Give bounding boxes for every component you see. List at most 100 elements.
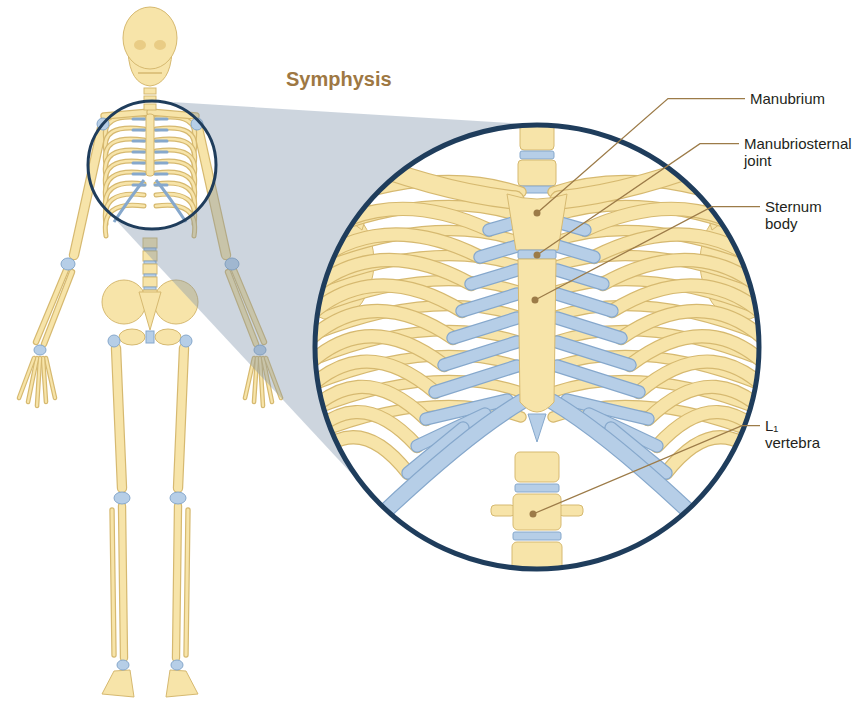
- costal-cartilage: [557, 294, 612, 311]
- humerus-outline: [74, 128, 102, 255]
- lumbar-vertebra: [143, 277, 157, 287]
- costal-arch-outline: [553, 402, 727, 548]
- tibia-outline: [176, 506, 178, 658]
- femur-outline: [178, 348, 184, 488]
- leader-line: [537, 99, 745, 213]
- costal-cartilage: [557, 318, 621, 338]
- pubic-symphysis: [146, 331, 154, 343]
- costal-cartilage: [557, 270, 603, 284]
- costal-cartilage-outline: [557, 270, 603, 284]
- femur: [116, 348, 122, 488]
- eye-socket: [134, 40, 146, 50]
- leader-line: [537, 144, 739, 255]
- thorax-detail: [290, 122, 784, 582]
- costal-cartilage: [133, 118, 145, 121]
- diagram-title: Symphysis: [286, 68, 392, 91]
- zoom-circle: [315, 125, 759, 569]
- leader-line: [535, 207, 760, 300]
- manubriosternal-joint: [518, 250, 556, 259]
- hip-joint: [108, 335, 120, 347]
- rib: [666, 437, 782, 478]
- pubic-bone: [155, 329, 181, 345]
- costal-cartilage: [444, 342, 517, 365]
- finger-bone-outline: [19, 358, 34, 398]
- tibia-outline: [122, 506, 124, 658]
- costal-cartilage-outline: [480, 246, 517, 257]
- tibia: [122, 506, 124, 658]
- cervical-vertebra: [144, 88, 156, 94]
- humerus: [74, 128, 102, 255]
- iliac-wing: [102, 280, 146, 324]
- leader-dot: [534, 210, 541, 217]
- zoom-source-circle: [88, 101, 216, 229]
- femur: [178, 348, 184, 488]
- wrist-joint: [34, 345, 46, 355]
- fibula-outline: [112, 510, 114, 655]
- costal-cartilage: [453, 318, 517, 338]
- ankle-joint: [117, 660, 129, 670]
- skull: [123, 7, 177, 69]
- intervertebral-disc: [515, 484, 559, 492]
- part-label: Manubriosternal joint: [744, 135, 862, 170]
- manubrium: [507, 194, 567, 250]
- elbow-joint: [61, 258, 75, 270]
- ulna: [44, 272, 72, 344]
- eye-socket: [154, 40, 166, 50]
- costal-cartilage-outline: [557, 318, 621, 338]
- intervertebral-disc: [513, 532, 561, 540]
- costal-cartilage: [557, 366, 639, 392]
- costal-cartilage-outline: [462, 294, 517, 311]
- ankle-joint: [171, 660, 183, 670]
- tibia: [176, 506, 178, 658]
- lumbar-vertebra: [512, 542, 562, 582]
- costal-cartilage-outline: [557, 342, 630, 365]
- fibula-outline: [186, 510, 188, 655]
- costal-cartilage: [480, 246, 517, 257]
- costal-cartilage-outline: [471, 270, 517, 284]
- part-label: L₁ vertebra: [765, 417, 837, 452]
- leader-dot: [532, 297, 539, 304]
- costal-arch: [553, 402, 727, 548]
- costal-cartilage-outline: [557, 294, 612, 311]
- leader-dot: [530, 511, 537, 518]
- zoom-ground: [315, 125, 759, 569]
- leader-lines: [530, 99, 761, 518]
- costal-cartilage: [462, 294, 517, 311]
- foot-bone: [166, 670, 198, 697]
- foot-bone: [102, 670, 134, 697]
- lumbar-vertebra: [143, 264, 157, 274]
- knee-joint: [114, 492, 130, 504]
- femur-outline: [116, 348, 122, 488]
- thoracic-vertebra: [518, 160, 556, 186]
- costal-cartilage: [557, 246, 594, 257]
- costal-cartilage-outline: [435, 366, 517, 392]
- pubic-bone: [119, 329, 145, 345]
- ulna-outline: [44, 272, 72, 344]
- costal-cartilage-outline: [453, 318, 517, 338]
- costal-arch: [347, 402, 521, 548]
- transverse-process: [491, 505, 515, 516]
- costal-cartilage: [557, 342, 630, 365]
- costal-cartilage-outline: [557, 366, 639, 392]
- costal-cartilage: [471, 270, 517, 284]
- costal-arch-outline: [347, 402, 521, 548]
- sacrum: [139, 292, 161, 330]
- finger-bone: [43, 358, 46, 402]
- rib-outline: [292, 437, 408, 478]
- finger-bone-outline: [43, 358, 46, 402]
- costal-cartilage: [435, 366, 517, 392]
- xiphoid-process: [528, 414, 546, 442]
- costal-cartilage-outline: [557, 246, 594, 257]
- rib: [292, 437, 408, 478]
- teeth: [138, 72, 162, 74]
- costal-cartilage-outline: [444, 342, 517, 365]
- part-label: Manubrium: [750, 90, 825, 107]
- part-label: Sternum body: [765, 198, 851, 233]
- hip-joint: [180, 335, 192, 347]
- leader-dot: [534, 252, 541, 259]
- intervertebral-disc: [520, 151, 554, 159]
- finger-bone: [19, 358, 34, 398]
- fibula: [186, 510, 188, 655]
